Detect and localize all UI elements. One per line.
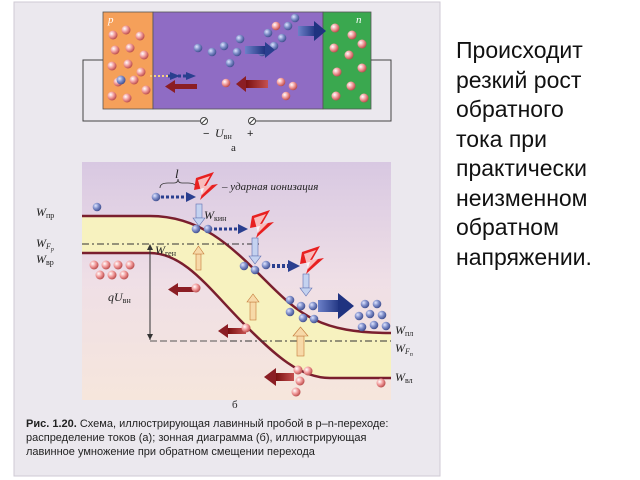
lightning-icon [250,210,274,238]
conduction-band [82,214,392,335]
slide-text-line: резкий рост [456,66,582,93]
figure-b: Wпр WFp Wвр qUвн Wпл WFn Wвл l – ударная… [36,162,413,411]
w-gen-label: Wген [155,243,177,258]
w-vl-label: Wвл [395,370,413,385]
slide-text-line: Происходит [456,37,583,63]
figure-a: p n [82,11,392,154]
l-brace [159,178,197,189]
n-label: n [356,14,362,26]
slide-text-line: обратном [456,214,559,240]
l-label: l [175,166,179,181]
holes-n-region [329,23,369,103]
w-pl-label: Wпл [395,323,413,338]
p-label: p [107,14,114,26]
q-u-label: qUвн [108,290,131,305]
holes-p-region [107,25,151,103]
band-gap [82,216,391,378]
electron-acceleration-arrows [151,192,300,275]
slide-text-line: практически [456,155,587,181]
caption-letter-a: а [231,142,236,154]
slide-text-line: тока при [456,125,547,152]
slide-text: Происходит резкий рост обратного тока пр… [456,36,636,272]
circuit-wire [82,59,392,122]
figure-caption-line2: распределение токов (а); зонная диаграмм… [26,432,367,444]
electrons-depletion [193,13,300,68]
holes-depletion [221,21,298,101]
w-kin-label: Wкин [204,208,227,223]
electron-arrows-a [150,21,326,80]
hole-arrows-b [168,283,294,386]
lightning-icon [300,246,324,274]
caption-letter-b: б [232,399,238,411]
lightning-icon [194,172,218,200]
depletion-region [152,11,324,110]
voltage-source [200,117,256,125]
minus-sign: − [203,128,209,140]
electron-p-region [116,75,126,85]
hole-cluster-p [89,260,135,280]
w-fp-label: WFp [36,236,54,253]
big-electron-arrow [318,293,354,319]
figure-caption-line3: лавинное умножение при обратном смещении… [26,446,316,458]
impact-ionization-label: – ударная ионизация [221,181,318,193]
slide-text-line: обратного [456,96,564,122]
hole-arrows-a [165,76,268,93]
kinetic-energy-arrows [192,203,313,297]
voltage-label: Uвн [215,126,232,141]
generation-arrows [192,245,309,357]
electron-cluster-n [285,295,391,332]
w-pr-label: Wпр [36,205,54,220]
figure-caption-line1: Рис. 1.20. Схема, иллюстрирующая лавинны… [26,418,388,430]
plus-sign: + [247,128,253,140]
slide-text-line: неизменном [456,184,588,211]
slide-text-line: напряжении. [456,243,592,270]
avalanche-breakdown-figure: p n [13,1,441,477]
w-fn-label: WFn [395,341,413,358]
electron-p-side [92,202,102,212]
holes-valence [191,283,386,397]
w-vr-label: Wвр [36,252,54,267]
